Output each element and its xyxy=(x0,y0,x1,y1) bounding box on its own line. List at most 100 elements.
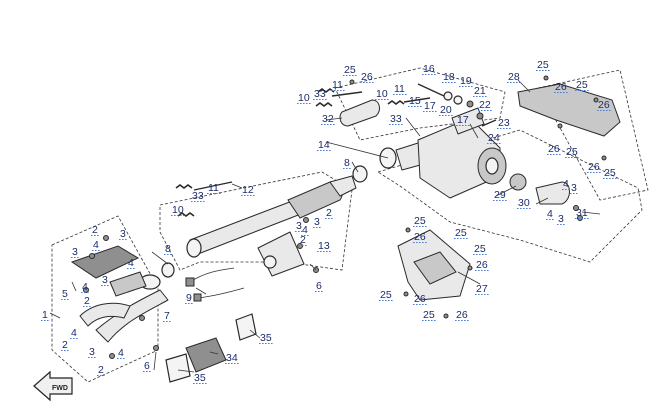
sensor-lower-wire xyxy=(197,287,245,299)
callout-2: 2 xyxy=(300,234,306,246)
callout-13: 13 xyxy=(318,240,330,252)
washer-19 xyxy=(453,95,463,105)
callout-11: 11 xyxy=(332,79,343,91)
callout-34: 34 xyxy=(226,352,238,364)
callout-4: 4 xyxy=(82,281,88,293)
spring-10-left xyxy=(177,212,195,217)
nut-4-left xyxy=(89,253,95,259)
callout-15: 15 xyxy=(409,95,421,107)
gasket-8-left xyxy=(161,262,175,278)
callout-26: 26 xyxy=(414,231,426,243)
bolt-23 xyxy=(481,119,497,127)
callout-9: 9 xyxy=(186,292,192,304)
callout-26: 26 xyxy=(548,143,560,155)
nut-4-right xyxy=(573,205,579,211)
callout-20: 20 xyxy=(440,104,452,116)
bolt-25-a xyxy=(405,227,411,233)
bolt-11-upper xyxy=(331,91,363,97)
upper-heat-shield-32 xyxy=(339,99,380,127)
callout-10: 10 xyxy=(172,204,184,216)
callout-2: 2 xyxy=(84,295,90,307)
spring-10-upper xyxy=(315,102,333,107)
callout-16: 16 xyxy=(423,63,435,75)
part-callouts: 1 2 2 2 2 2 2 3 3 3 3 3 3 3 3 4 4 4 4 4 … xyxy=(42,59,616,384)
bolt-25-h xyxy=(601,155,607,161)
sensor-lower-plug xyxy=(193,293,202,302)
header-bracket xyxy=(109,271,147,297)
callout-26: 26 xyxy=(361,71,373,83)
spring-10-mid xyxy=(387,100,405,105)
washer-18 xyxy=(443,91,453,101)
callout-28: 28 xyxy=(508,71,520,83)
callout-25: 25 xyxy=(344,64,356,76)
outer-shield-outline xyxy=(537,69,649,201)
spring-33-left xyxy=(175,184,193,189)
callout-35: 35 xyxy=(260,332,272,344)
callout-14: 14 xyxy=(318,139,330,151)
bolt-6-lower xyxy=(153,345,159,351)
callout-4: 4 xyxy=(128,257,134,269)
callout-25: 25 xyxy=(537,59,549,71)
clip-7 xyxy=(139,315,145,321)
callout-26: 26 xyxy=(555,81,567,93)
callout-35: 35 xyxy=(194,372,206,384)
callout-4: 4 xyxy=(563,178,569,190)
bolt-2-lower xyxy=(109,353,115,359)
callout-3: 3 xyxy=(558,213,564,225)
header-pipe-lower xyxy=(79,302,131,327)
nut-4-left-lower xyxy=(83,287,89,293)
callout-26: 26 xyxy=(414,293,426,305)
muffler-group-outline xyxy=(377,129,643,263)
lower-shield-ribs xyxy=(413,251,457,285)
hardware xyxy=(83,75,607,359)
callout-3: 3 xyxy=(89,346,95,358)
callout-4: 4 xyxy=(118,347,124,359)
nut-4-mid xyxy=(303,217,309,223)
gasket-35-lower xyxy=(165,353,191,383)
callout-10: 10 xyxy=(298,92,310,104)
callout-2: 2 xyxy=(326,207,332,219)
callout-33: 33 xyxy=(390,113,402,125)
o2-sensors xyxy=(185,267,245,302)
bolt-15 xyxy=(403,97,431,103)
callout-25: 25 xyxy=(423,309,435,321)
bolt-25-d xyxy=(443,313,449,319)
muffler-guard-34 xyxy=(185,337,227,373)
bolt-25-e xyxy=(543,75,549,81)
callout-3: 3 xyxy=(314,216,320,228)
callout-4: 4 xyxy=(302,224,308,236)
callout-22: 22 xyxy=(479,99,491,111)
sensor-9-plug xyxy=(185,277,195,287)
tail-tip-30 xyxy=(535,181,570,205)
callout-18: 18 xyxy=(443,71,455,83)
callout-4: 4 xyxy=(71,327,77,339)
callout-6: 6 xyxy=(316,280,322,292)
callout-3: 3 xyxy=(102,274,108,286)
gasket-35-upper xyxy=(235,313,257,341)
callout-25: 25 xyxy=(474,243,486,255)
callout-25: 25 xyxy=(455,227,467,239)
fwd-arrow-shape xyxy=(33,370,73,402)
callout-2: 2 xyxy=(98,364,104,376)
callout-7: 7 xyxy=(164,310,170,322)
callout-11: 11 xyxy=(208,182,219,194)
bolt-16 xyxy=(417,83,445,97)
forward-arrow: FWD xyxy=(33,370,73,402)
callout-8: 8 xyxy=(165,243,171,255)
callout-underlines xyxy=(41,70,617,384)
callout-11: 11 xyxy=(394,83,405,95)
callout-17: 17 xyxy=(424,100,436,112)
callout-25: 25 xyxy=(566,146,578,158)
callout-30: 30 xyxy=(518,197,530,209)
callout-26: 26 xyxy=(598,99,610,111)
callout-25: 25 xyxy=(604,167,616,179)
callout-26: 26 xyxy=(456,309,468,321)
nut-21 xyxy=(466,100,474,108)
callout-10: 10 xyxy=(376,88,388,100)
heat-shield-upper-outline xyxy=(334,67,506,141)
callout-33: 33 xyxy=(192,190,204,202)
callout-4: 4 xyxy=(93,239,99,251)
catalytic-outlet xyxy=(329,175,357,197)
callout-2: 2 xyxy=(92,224,98,236)
